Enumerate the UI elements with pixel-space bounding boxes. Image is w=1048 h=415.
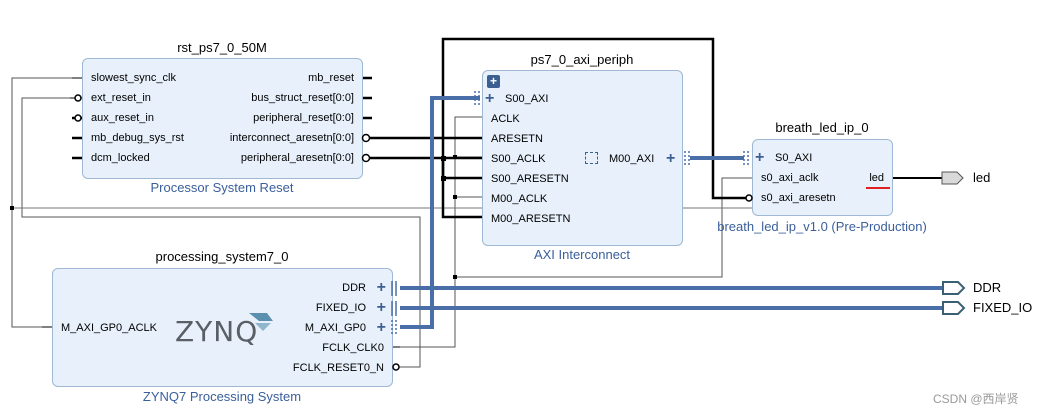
net-ext-reset-in[interactable] [21, 97, 421, 368]
pin-m-axi-gp0[interactable]: M_AXI_GP0 [304, 322, 366, 334]
pin-mb-debug-sys-rst[interactable]: mb_debug_sys_rst [91, 132, 184, 144]
bus-interface-icon [585, 152, 598, 164]
zynq-logo: ZYNQ [175, 315, 259, 348]
interconnect-block-subtitle: AXI Interconnect [533, 247, 631, 262]
interconnect-block-title: ps7_0_axi_periph [530, 52, 634, 67]
ddr-plus-icon[interactable]: + [376, 279, 386, 296]
m-axi-gp0-plus-icon[interactable]: + [376, 319, 386, 336]
net-slowest-sync-clk[interactable] [11, 77, 82, 328]
pin-s00-aclk[interactable]: S00_ACLK [491, 153, 546, 165]
junctions [10, 155, 457, 279]
pin-bus-struct-reset[interactable]: bus_struct_reset[0:0] [251, 92, 354, 104]
reset-block-title: rst_ps7_0_50M [177, 40, 267, 55]
zynq-logo-mark [249, 313, 273, 331]
net-peripheral-aresetn-top[interactable] [441, 37, 755, 200]
port-ddr-shape[interactable] [942, 281, 966, 295]
pin-aclk[interactable]: ACLK [491, 113, 520, 125]
pin-ext-reset-in[interactable]: ext_reset_in [91, 92, 151, 104]
s00-axi-plus-icon[interactable]: + [485, 90, 495, 107]
breath-block-title: breath_led_ip_0 [775, 120, 869, 135]
pin-m00-aresetn[interactable]: M00_ARESETN [491, 213, 571, 225]
reset-block[interactable]: slowest_sync_clk ext_reset_in aux_reset_… [82, 58, 363, 179]
net-s0-axi-aclk[interactable] [455, 177, 755, 278]
port-fixed-io-label[interactable]: FIXED_IO [973, 300, 1033, 315]
fixed-io-plus-icon[interactable]: + [376, 299, 386, 316]
interconnect-block[interactable]: + + S00_AXI ACLK ARESETN S00_ACLK S00_AR… [482, 70, 683, 246]
port-led-label[interactable]: led [973, 170, 991, 185]
bus-m-axi-gp0[interactable] [400, 96, 480, 329]
pin-s0-axi-aclk[interactable]: s0_axi_aclk [761, 172, 819, 184]
buses [400, 96, 943, 329]
pin-aux-reset-in[interactable]: aux_reset_in [91, 112, 154, 124]
led-highlight-underline [866, 187, 890, 189]
pin-s00-aresetn[interactable]: S00_ARESETN [491, 173, 569, 185]
pin-s00-axi[interactable]: S00_AXI [505, 93, 549, 105]
port-led-shape[interactable] [941, 171, 964, 185]
ps-block-subtitle: ZYNQ7 Processing System [142, 389, 302, 404]
pin-peripheral-aresetn[interactable]: peripheral_aresetn[0:0] [240, 152, 354, 164]
pin-fclk-reset0-n[interactable]: FCLK_RESET0_N [292, 362, 384, 374]
output-ports [941, 171, 966, 315]
pin-led[interactable]: led [869, 172, 884, 184]
pin-ddr[interactable]: DDR [342, 282, 366, 294]
expand-icon[interactable]: + [487, 75, 500, 88]
pin-fixed-io[interactable]: FIXED_IO [315, 302, 366, 314]
port-ddr-label[interactable]: DDR [973, 280, 1002, 295]
pin-s0-axi[interactable]: S0_AXI [775, 152, 813, 164]
pin-s0-axi-aresetn[interactable]: s0_axi_aresetn [761, 192, 836, 204]
port-fixed-io-shape[interactable] [942, 301, 966, 315]
pin-dcm-locked[interactable]: dcm_locked [91, 152, 150, 164]
m00-axi-plus-icon[interactable]: + [666, 150, 676, 167]
pin-slowest-sync-clk[interactable]: slowest_sync_clk [91, 72, 176, 84]
pin-m00-aclk[interactable]: M00_ACLK [491, 193, 548, 205]
ps-block-title: processing_system7_0 [155, 249, 289, 264]
reset-block-subtitle: Processor System Reset [150, 180, 294, 195]
pin-m00-axi[interactable]: M00_AXI [609, 153, 655, 165]
pin-aresetn[interactable]: ARESETN [491, 133, 543, 145]
net-fclk-clk0[interactable] [397, 116, 482, 348]
pin-m-axi-gp0-aclk[interactable]: M_AXI_GP0_ACLK [61, 322, 157, 334]
pin-peripheral-reset[interactable]: peripheral_reset[0:0] [253, 112, 354, 124]
breath-block[interactable]: + S0_AXI s0_axi_aclk s0_axi_aresetn led [752, 139, 893, 216]
breath-block-subtitle: breath_led_ip_v1.0 (Pre-Production) [717, 219, 927, 234]
ps-block[interactable]: M_AXI_GP0_ACLK ZYNQ DDR FIXED_IO M_AXI_G… [52, 268, 393, 387]
pin-fclk-clk0[interactable]: FCLK_CLK0 [322, 342, 384, 354]
watermark: CSDN @西岸贤 [933, 392, 1019, 406]
pin-mb-reset[interactable]: mb_reset [308, 72, 354, 84]
s0-axi-plus-icon[interactable]: + [755, 149, 765, 166]
pin-interconnect-aresetn[interactable]: interconnect_aresetn[0:0] [229, 132, 354, 144]
